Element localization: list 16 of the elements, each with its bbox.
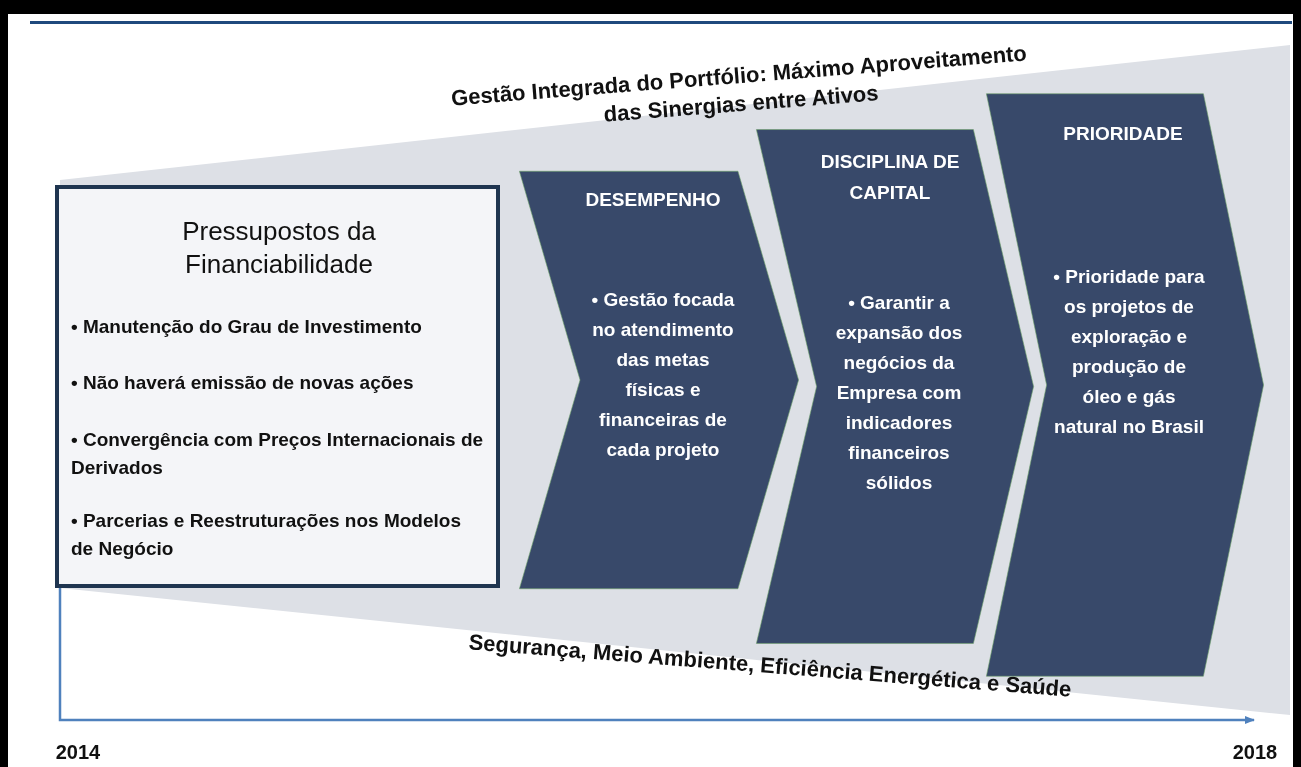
bullet-text: • Convergência com Preços Internacionais de Derivados: [71, 428, 485, 480]
banner-text: Segurança, Meio Ambiente, Eficiência Energética e Saúde: [466, 628, 1074, 704]
banner-text: Gestão Integrada do Portfólio: Máximo Aproveitamento das Sinergias entre Ativos: [449, 39, 1029, 129]
chevron-heading: DESEMPENHO: [584, 188, 722, 212]
year-label: 2018: [1231, 740, 1279, 765]
card-heading: Pressupostos da Financiabilidade: [181, 215, 377, 281]
chevron-text: • Garantir a expansão dos negócios da Empresa com indicadores financeiros sólidos: [834, 291, 964, 495]
chevron-text: • Gestão focada no atendimento das metas físicas e financeiras de cada projeto: [590, 288, 736, 462]
chevron-text: • Prioridade para os projetos de exploração e produção de óleo e gás natural no Brasil: [1053, 265, 1205, 439]
card-panel: [55, 185, 500, 588]
chevron-heading: PRIORIDADE: [1062, 122, 1184, 146]
chevron-heading: DISCIPLINA DE CAPITAL: [819, 150, 961, 205]
bullet-text: • Não haverá emissão de novas ações: [71, 371, 415, 395]
bullet-text: • Parcerias e Reestruturações nos Modelos de Negócio: [71, 509, 462, 561]
bullet-text: • Manutenção do Grau de Investimento: [71, 315, 423, 339]
year-label: 2014: [54, 740, 102, 765]
